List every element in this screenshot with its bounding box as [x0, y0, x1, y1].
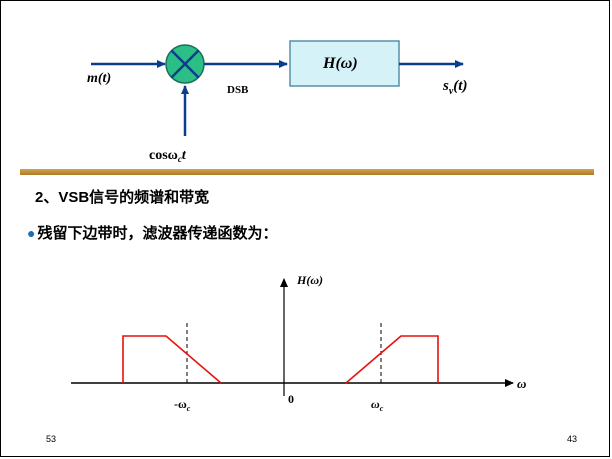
bullet-text: 残留下边带时，滤波器传递函数为：: [37, 225, 278, 242]
neg-sideband-response: [122, 335, 222, 384]
bullet-icon: ●: [27, 225, 36, 241]
spectrum-plot: H(ω) ω 0 -ωc ωc: [71, 273, 526, 413]
pos-sideband-response: [345, 335, 439, 384]
x-axis-label: ω: [517, 376, 526, 391]
origin-label: 0: [288, 392, 294, 406]
output-label: sv(t): [442, 78, 467, 97]
page-number-right: 43: [567, 434, 578, 444]
dsb-label: DSB: [227, 84, 249, 96]
pos-carrier-label: ωc: [371, 397, 384, 413]
neg-carrier-label: -ωc: [174, 397, 191, 413]
section-divider: [20, 169, 594, 175]
y-axis-label: H(ω): [296, 273, 323, 287]
filter-box: [289, 40, 400, 87]
page-number-left: 53: [46, 434, 57, 444]
filter-label: H(ω): [322, 55, 358, 72]
input-signal-label: m(t): [87, 71, 111, 86]
bullet-item: ●残留下边带时，滤波器传递函数为：: [27, 222, 277, 243]
multiplier-icon: [165, 44, 205, 84]
block-diagram: m(t) cosωct DSB H(ω) sv(t): [87, 40, 467, 164]
carrier-label: cosωct: [149, 148, 187, 164]
section-heading: 2、VSB信号的频谱和带宽: [35, 189, 210, 206]
